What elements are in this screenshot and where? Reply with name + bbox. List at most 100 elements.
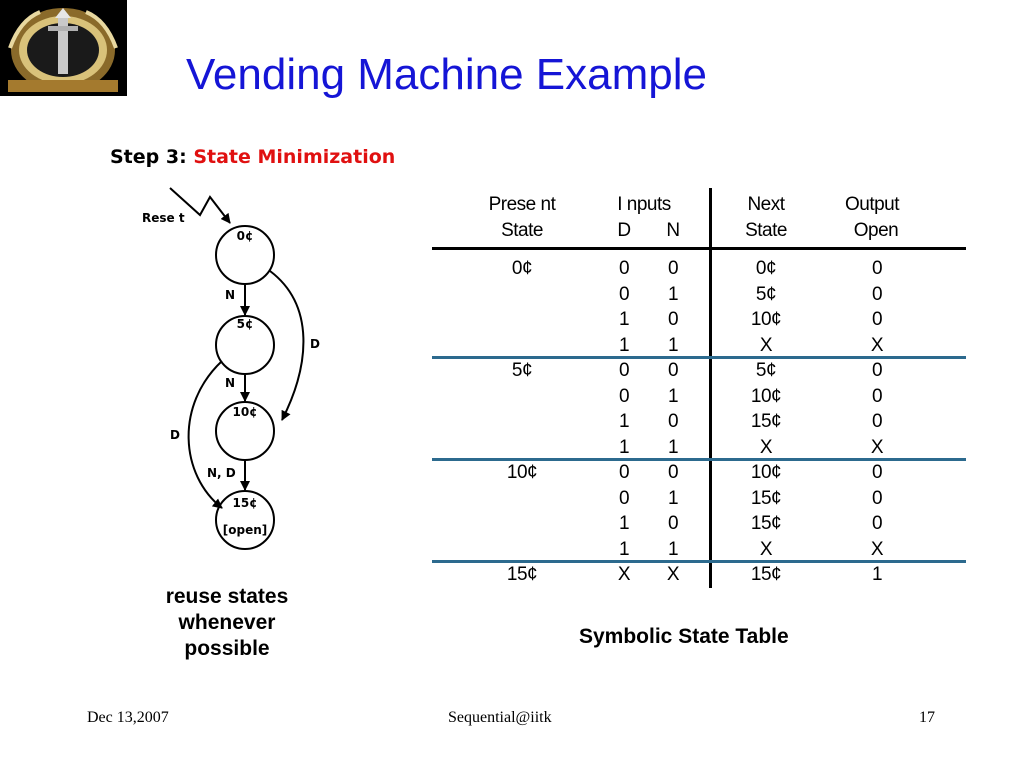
table-cell-output: 0	[871, 283, 883, 305]
table-cell-input-d: X	[617, 564, 631, 585]
edge-0-to-10-label: D	[310, 337, 320, 351]
table-cell-input-n: 1	[667, 538, 679, 560]
state-0-label: 0¢	[237, 229, 254, 243]
footer-page: 17	[919, 709, 935, 726]
table-cell-input-n: 1	[667, 385, 679, 407]
table-cell-next: 10¢	[750, 385, 782, 407]
footer-center: Sequential@iitk	[448, 709, 552, 726]
reuse-caption: reuse states whenever possible	[127, 584, 327, 662]
table-cell-next: 5¢	[755, 283, 777, 305]
header-d: D	[617, 220, 631, 241]
table-cell-output: 0	[871, 513, 883, 534]
table-cell-input-n: 0	[667, 513, 679, 534]
table-cell-input-n: 1	[667, 436, 679, 458]
edge-5-to-15-d	[187, 360, 223, 509]
table-cell-input-n: 0	[667, 309, 679, 330]
table-cell-output: 0	[871, 411, 883, 432]
edge-5-to-10-label: N	[225, 376, 235, 390]
table-cell-input-n: 1	[667, 487, 679, 509]
table-cell-input-d: 1	[618, 436, 630, 458]
header-rule	[432, 247, 966, 250]
reset-label: Rese t	[142, 211, 185, 225]
table-vertical-rule	[709, 188, 712, 588]
table-cell-output: 0	[871, 360, 883, 381]
table-cell-input-n: 1	[667, 334, 679, 356]
table-cell-output: 0	[871, 258, 883, 279]
table-cell-next: 15¢	[750, 513, 782, 534]
table-caption: Symbolic State Table	[579, 625, 789, 648]
table-cell-output: X	[870, 436, 884, 458]
table-cell-present: 5¢	[511, 360, 533, 381]
table-cell-input-d: 1	[618, 513, 630, 534]
table-cell-input-d: 0	[618, 462, 630, 483]
table-cell-input-n: 0	[667, 360, 679, 381]
state-10-label: 10¢	[232, 405, 257, 419]
edge-0-to-5-label: N	[225, 288, 235, 302]
header-n: N	[666, 220, 680, 241]
reset-arrow	[169, 187, 231, 224]
table-cell-input-d: 1	[618, 309, 630, 330]
step-text: State Minimization	[193, 146, 396, 168]
reuse-caption-line-2: whenever	[178, 611, 276, 634]
group-separator	[432, 458, 966, 461]
table-cell-output: X	[870, 538, 884, 560]
table-cell-present: 15¢	[506, 564, 538, 585]
edge-0-to-10-d	[269, 270, 305, 421]
table-cell-output: 0	[871, 385, 883, 407]
table-cell-next: 15¢	[750, 564, 782, 585]
edge-5-to-15-label: D	[170, 428, 180, 442]
table-cell-input-d: 1	[618, 334, 630, 356]
table-cell-input-d: 1	[618, 411, 630, 432]
table-cell-output: 0	[871, 487, 883, 509]
state-10-circle	[215, 401, 275, 461]
table-cell-next: 5¢	[755, 360, 777, 381]
table-cell-output: 1	[871, 564, 883, 585]
edge-10-to-15-label: N, D	[207, 466, 236, 480]
header-present-2: State	[501, 220, 543, 241]
table-cell-next: 15¢	[750, 487, 782, 509]
table-cell-next: 10¢	[750, 309, 782, 330]
table-cell-input-d: 0	[618, 385, 630, 407]
header-next-2: State	[745, 220, 787, 241]
state-15-output: [open]	[223, 523, 267, 537]
table-cell-input-n: 0	[667, 258, 679, 279]
reuse-caption-line-1: reuse states	[165, 585, 289, 608]
table-cell-next: X	[759, 436, 773, 458]
step-prefix: Step 3:	[110, 146, 187, 168]
state-table: Prese nt State I nputs D N Next State Ou…	[430, 186, 970, 596]
table-cell-input-n: 1	[667, 283, 679, 305]
table-cell-input-d: 1	[618, 538, 630, 560]
state-5-circle	[215, 315, 275, 375]
state-15-circle	[215, 490, 275, 550]
reuse-caption-line-3: possible	[184, 637, 270, 660]
state-15-label: 15¢	[232, 496, 257, 510]
table-cell-input-n: X	[666, 564, 680, 585]
group-separator	[432, 356, 966, 359]
table-cell-input-d: 0	[618, 283, 630, 305]
header-inputs: I nputs	[617, 194, 671, 215]
table-cell-output: X	[870, 334, 884, 356]
state-diagram: Rese t 0¢ 5¢ 10¢ 15¢ [open] N N N, D D D	[142, 187, 320, 550]
table-cell-next: X	[759, 334, 773, 356]
table-cell-input-d: 0	[618, 487, 630, 509]
footer-date: Dec 13,2007	[87, 709, 169, 726]
table-cell-input-d: 0	[618, 360, 630, 381]
header-present-1: Prese nt	[488, 194, 556, 215]
table-cell-next: 15¢	[750, 411, 782, 432]
table-cell-input-n: 0	[667, 462, 679, 483]
table-cell-next: 10¢	[750, 462, 782, 483]
header-output-1: Output	[844, 194, 900, 215]
group-separator	[432, 560, 966, 563]
table-cell-input-n: 0	[667, 411, 679, 432]
header-output-2: Open	[853, 220, 899, 241]
table-cell-output: 0	[871, 309, 883, 330]
table-cell-next: X	[759, 538, 773, 560]
table-cell-output: 0	[871, 462, 883, 483]
state-0-circle	[215, 225, 275, 285]
header-next-1: Next	[747, 194, 785, 215]
slide-title: Vending Machine Example	[186, 50, 707, 99]
table-cell-present: 10¢	[506, 462, 538, 483]
state-5-label: 5¢	[237, 317, 254, 331]
table-cell-input-d: 0	[618, 258, 630, 279]
table-cell-next: 0¢	[755, 258, 777, 279]
